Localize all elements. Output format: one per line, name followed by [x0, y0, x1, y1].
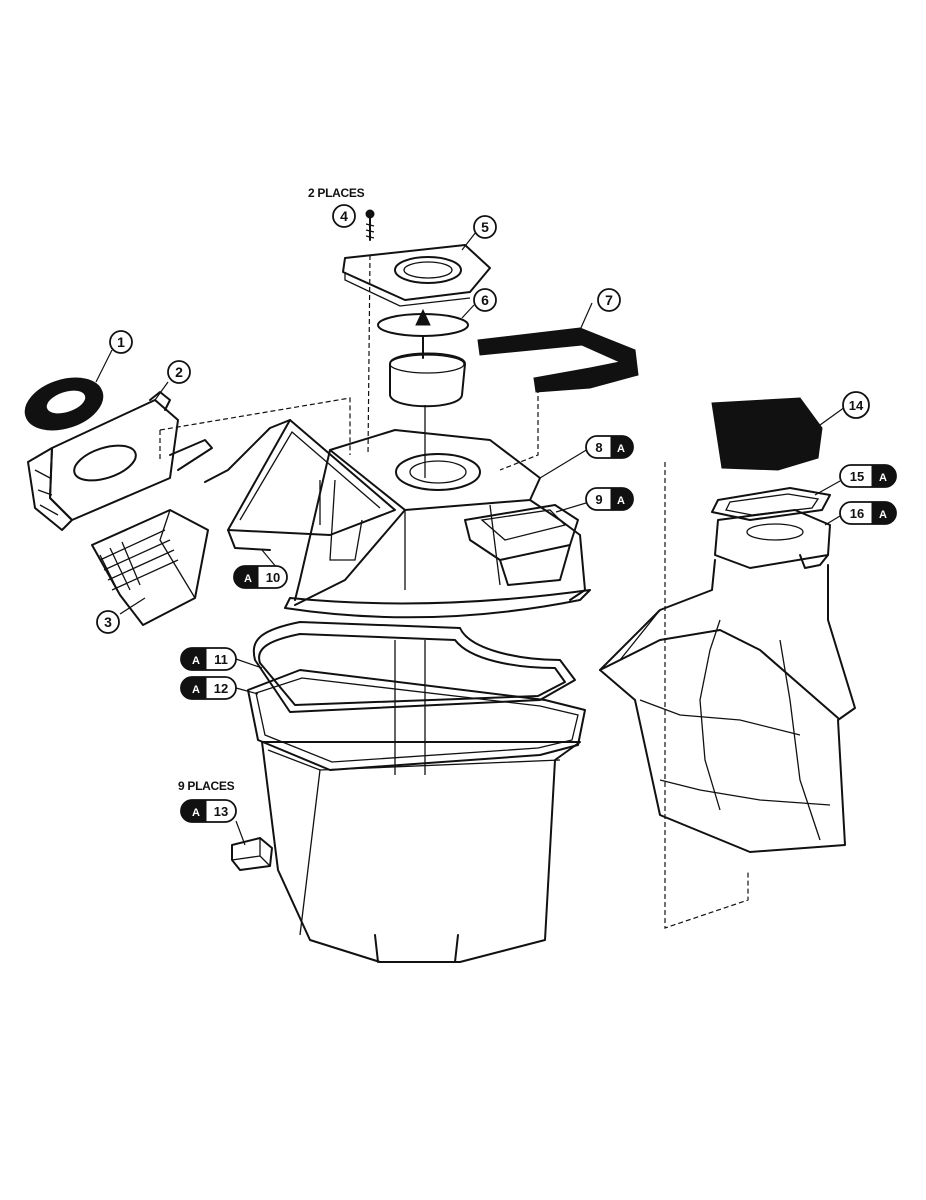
part-10-bracket [204, 419, 396, 561]
callout-16-symbol: A [879, 509, 887, 521]
callout-3-label: 3 [104, 614, 112, 630]
callout-5-label: 5 [481, 219, 489, 235]
callout-15-label: 15 [850, 469, 864, 484]
callout-4-label: 4 [340, 208, 348, 224]
callout-13-symbol: A [192, 807, 200, 819]
callout-10: A 10 [233, 565, 288, 589]
callout-12: A 12 [180, 676, 237, 700]
callout-7-label: 7 [605, 292, 613, 308]
callout-12-label: 12 [214, 681, 228, 696]
callout-14-label: 14 [849, 398, 864, 413]
callout-8-symbol: A [617, 443, 625, 455]
callout-13-label: 13 [214, 804, 228, 819]
callout-15: 15 A [839, 464, 897, 488]
callout-11: A 11 [180, 647, 237, 671]
callout-10-symbol: A [244, 573, 252, 585]
callout-1-label: 1 [117, 334, 125, 350]
part-9-exhaust-port [464, 504, 579, 586]
callout-5: 5 [473, 215, 497, 239]
callout-9: 9 A [585, 487, 634, 511]
callout-11-label: 11 [214, 652, 228, 667]
callout-2-label: 2 [175, 364, 183, 380]
collection-bag [599, 559, 856, 853]
part-4-screw [365, 209, 375, 241]
part-14-foam-filter [711, 397, 823, 471]
callout-4: 4 [332, 204, 356, 228]
callout-3: 3 [96, 610, 120, 634]
leader-lines [95, 231, 846, 846]
callout-8: 8 A [585, 435, 634, 459]
tank [261, 640, 581, 963]
callout-14: 14 [842, 391, 870, 419]
callout-16: 16 A [839, 501, 897, 525]
callout-6: 6 [473, 288, 497, 312]
callout-2: 2 [167, 360, 191, 384]
callout-9-label: 9 [595, 492, 602, 507]
callout-12-symbol: A [192, 684, 200, 696]
assembly-dashed-lines [159, 254, 749, 929]
part-13-clip [231, 837, 273, 871]
callout-9-symbol: A [617, 495, 625, 507]
note-two-places: 2 PLACES [308, 186, 365, 200]
powerhead-lid [284, 429, 591, 619]
callout-6-label: 6 [481, 292, 489, 308]
part-2-filter-lid [27, 391, 213, 531]
callout-10-label: 10 [266, 570, 280, 585]
part-6-impeller [377, 308, 469, 478]
callout-7: 7 [597, 288, 621, 312]
part-11-gasket-ring [252, 621, 576, 713]
callout-15-symbol: A [879, 472, 887, 484]
part-1-gasket [24, 377, 104, 431]
part-7-seal [477, 327, 639, 393]
note-nine-places: 9 PLACES [178, 779, 235, 793]
part-5-mounting-plate [342, 244, 491, 307]
callout-8-label: 8 [595, 440, 602, 455]
callout-11-symbol: A [192, 655, 200, 667]
part-3-filter-cartridge [91, 509, 209, 626]
callout-16-label: 16 [850, 506, 864, 521]
part-12-gasket-ring [247, 669, 586, 771]
callout-1: 1 [109, 330, 133, 354]
part-16-bag-collar [714, 509, 831, 569]
part-15-frame [711, 487, 831, 521]
callout-13: A 13 [180, 799, 237, 823]
